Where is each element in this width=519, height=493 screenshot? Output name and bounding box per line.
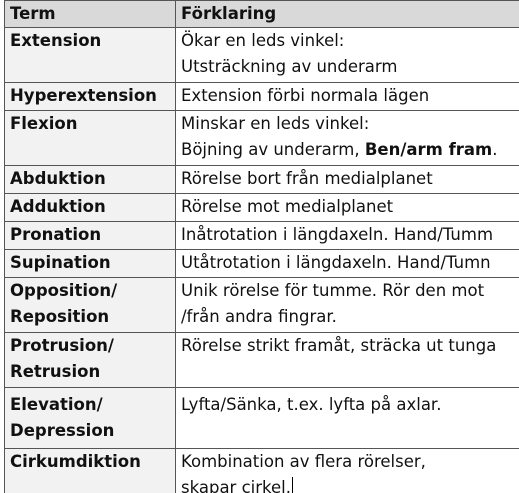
term-text: Flexion	[10, 114, 78, 133]
explanation-text: Inåtrotation i längdaxeln. Hand/Tumm	[181, 225, 494, 244]
explanation-cell: Unik rörelse för tumme. Rör den mot /frå…	[175, 277, 519, 333]
term-text: Hyperextension	[10, 86, 157, 105]
explanation-text: /från andra fingrar.	[181, 307, 337, 326]
explanation-text: Rörelse bort från medialplanet	[181, 169, 433, 188]
table-row: Cirkumdiktion Kombination av flera rörel…	[4, 448, 519, 493]
term-text: Reposition	[10, 307, 110, 326]
header-explanation: Förklaring	[175, 0, 519, 28]
term-text: Supination	[10, 253, 111, 272]
explanation-text: Ökar en leds vinkel:	[181, 31, 345, 50]
explanation-cell: Minskar en leds vinkel: Böjning av under…	[175, 110, 519, 166]
table-row: Supination Utåtrotation i längdaxeln. Ha…	[4, 249, 519, 278]
explanation-cell: Extension förbi normala lägen	[175, 82, 519, 111]
term-text: Elevation/	[10, 395, 103, 414]
term-text: Cirkumdiktion	[10, 452, 141, 471]
header-row: Term Förklaring	[4, 0, 519, 28]
table-row: Opposition/ Reposition Unik rörelse för …	[4, 277, 519, 333]
term-text: Opposition/	[10, 281, 118, 300]
term-text: Extension	[10, 31, 102, 50]
table-row: Protrusion/ Retrusion Rörelse strikt fra…	[4, 332, 519, 388]
text-cursor	[291, 477, 293, 493]
table-row: Hyperextension Extension förbi normala l…	[4, 82, 519, 111]
explanation-text: Unik rörelse för tumme. Rör den mot	[181, 281, 485, 300]
explanation-cell: Utåtrotation i längdaxeln. Hand/Tumn	[175, 249, 519, 278]
explanation-text: Kombination av flera rörelser,	[181, 452, 426, 471]
explanation-text: Utsträckning av underarm	[181, 57, 398, 76]
header-term: Term	[4, 0, 176, 28]
explanation-text: Extension förbi normala lägen	[181, 86, 430, 105]
term-text: Pronation	[10, 225, 102, 244]
explanation-line: skapar cirkel.	[181, 475, 519, 493]
term-text: Retrusion	[10, 362, 101, 381]
term-text: Adduktion	[10, 197, 106, 216]
term-cell: Abduktion	[4, 165, 176, 194]
term-cell: Elevation/ Depression	[4, 387, 176, 449]
explanation-text: Rörelse mot medialplanet	[181, 197, 394, 216]
explanation-cell[interactable]: Kombination av flera rörelser, skapar ci…	[175, 448, 519, 493]
term-text: Protrusion/	[10, 336, 114, 355]
term-cell: Supination	[4, 249, 176, 278]
table-row: Abduktion Rörelse bort från medialplanet	[4, 165, 519, 194]
term-text: Abduktion	[10, 169, 106, 188]
term-cell: Pronation	[4, 221, 176, 250]
terminology-table: Term Förklaring Extension Ökar en leds v…	[4, 0, 519, 493]
table-row: Flexion Minskar en leds vinkel: Böjning …	[4, 110, 519, 166]
table-row: Elevation/ Depression Lyfta/Sänka, t.ex.…	[4, 387, 519, 449]
explanation-text: Lyfta/Sänka, t.ex. lyfta på axlar.	[181, 395, 442, 414]
term-cell: Extension	[4, 27, 176, 83]
explanation-cell: Rörelse mot medialplanet	[175, 193, 519, 222]
explanation-line: Böjning av underarm, Ben/arm fram.	[181, 137, 519, 163]
term-cell: Opposition/ Reposition	[4, 277, 176, 333]
table-row: Extension Ökar en leds vinkel: Utsträckn…	[4, 27, 519, 83]
explanation-cell: Ökar en leds vinkel: Utsträckning av und…	[175, 27, 519, 83]
explanation-cell: Rörelse strikt framåt, sträcka ut tunga	[175, 332, 519, 388]
explanation-text: Minskar en leds vinkel:	[181, 114, 370, 133]
term-cell: Flexion	[4, 110, 176, 166]
explanation-emphasis: Ben/arm fram	[364, 140, 493, 159]
term-text: Depression	[10, 421, 115, 440]
term-cell: Adduktion	[4, 193, 176, 222]
term-cell: Cirkumdiktion	[4, 448, 176, 493]
table-row: Pronation Inåtrotation i längdaxeln. Han…	[4, 221, 519, 250]
explanation-text: Utåtrotation i längdaxeln. Hand/Tumn	[181, 253, 491, 272]
explanation-text: Böjning av underarm,	[181, 140, 365, 159]
explanation-cell: Rörelse bort från medialplanet	[175, 165, 519, 194]
explanation-cell: Inåtrotation i längdaxeln. Hand/Tumm	[175, 221, 519, 250]
explanation-text: Rörelse strikt framåt, sträcka ut tunga	[181, 336, 497, 355]
explanation-text: skapar cirkel.	[181, 478, 291, 493]
term-cell: Protrusion/ Retrusion	[4, 332, 176, 388]
term-cell: Hyperextension	[4, 82, 176, 111]
table-row: Adduktion Rörelse mot medialplanet	[4, 193, 519, 222]
explanation-tail: .	[492, 140, 498, 159]
explanation-cell: Lyfta/Sänka, t.ex. lyfta på axlar.	[175, 387, 519, 449]
